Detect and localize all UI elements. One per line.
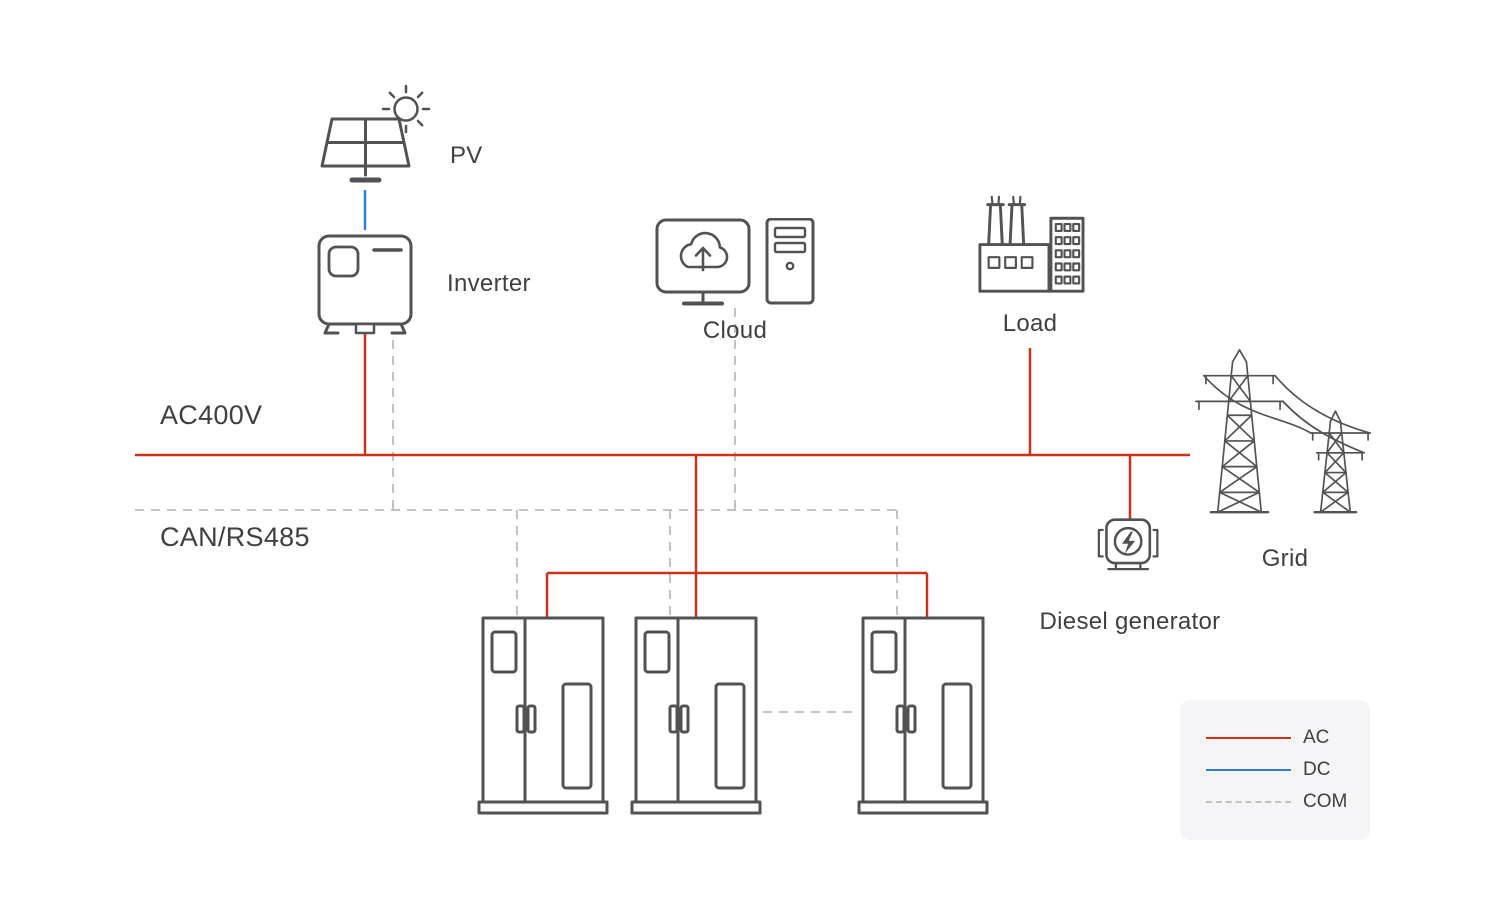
legend-item-com: COM: [1206, 791, 1352, 813]
grid-label: Grid: [1261, 545, 1309, 572]
load-label: Load: [1002, 310, 1058, 337]
legend-item-dc: DC: [1206, 759, 1352, 781]
grid-node: [1186, 346, 1384, 524]
legend-label-dc: DC: [1303, 759, 1331, 780]
sun-icon: [381, 84, 431, 134]
load-icon: [978, 195, 1085, 293]
cloud-monitor-icon: [655, 218, 815, 306]
load-node: [974, 192, 1086, 299]
server-tower-icon: [765, 218, 815, 305]
pv-label: PV: [450, 142, 483, 169]
factory-icon: [978, 195, 1051, 293]
ac-bus-label: AC400V: [160, 400, 263, 430]
monitor-icon: [655, 218, 751, 306]
pv-icon: [320, 84, 431, 183]
com-bus-label: CAN/RS485: [160, 522, 310, 552]
office-building-icon: [1049, 216, 1085, 293]
battery-cabinet-icon: [477, 616, 609, 815]
pylon-large-icon: [1195, 349, 1284, 514]
inverter-icon: [317, 234, 413, 335]
power-wires: [1203, 374, 1371, 454]
battery-cabinet-1: [477, 616, 609, 816]
com-lines: [135, 308, 898, 713]
battery-cabinet-2: [630, 616, 762, 816]
battery-cabinet-icon: [630, 616, 762, 815]
cloud-label: Cloud: [702, 317, 768, 344]
dc-line-swatch: [1206, 769, 1291, 771]
pv-node: [307, 84, 432, 196]
ac-lines: [135, 333, 1190, 618]
legend-item-ac: AC: [1206, 727, 1352, 749]
lightning-bolt-icon: [1121, 531, 1136, 554]
battery-cabinet-icon: [857, 616, 989, 815]
legend: AC DC COM: [1180, 700, 1370, 840]
diesel-generator-label: Diesel generator: [1039, 608, 1221, 635]
cloud-icon: [679, 231, 729, 269]
solar-panel-icon: [320, 117, 411, 183]
pylon-small-icon: [1309, 410, 1371, 514]
inverter-node: [315, 232, 415, 344]
ac-line-swatch: [1206, 737, 1291, 739]
generator-bolt-icon: [1097, 518, 1159, 571]
legend-label-ac: AC: [1303, 727, 1330, 748]
battery-cabinet-3: [857, 616, 989, 816]
com-line-swatch: [1206, 801, 1291, 803]
transmission-towers-icon: [1195, 349, 1371, 514]
cloud-node: [655, 218, 815, 310]
inverter-label: Inverter: [447, 270, 531, 297]
diesel-generator-node: [1094, 514, 1166, 580]
legend-label-com: COM: [1303, 791, 1348, 812]
